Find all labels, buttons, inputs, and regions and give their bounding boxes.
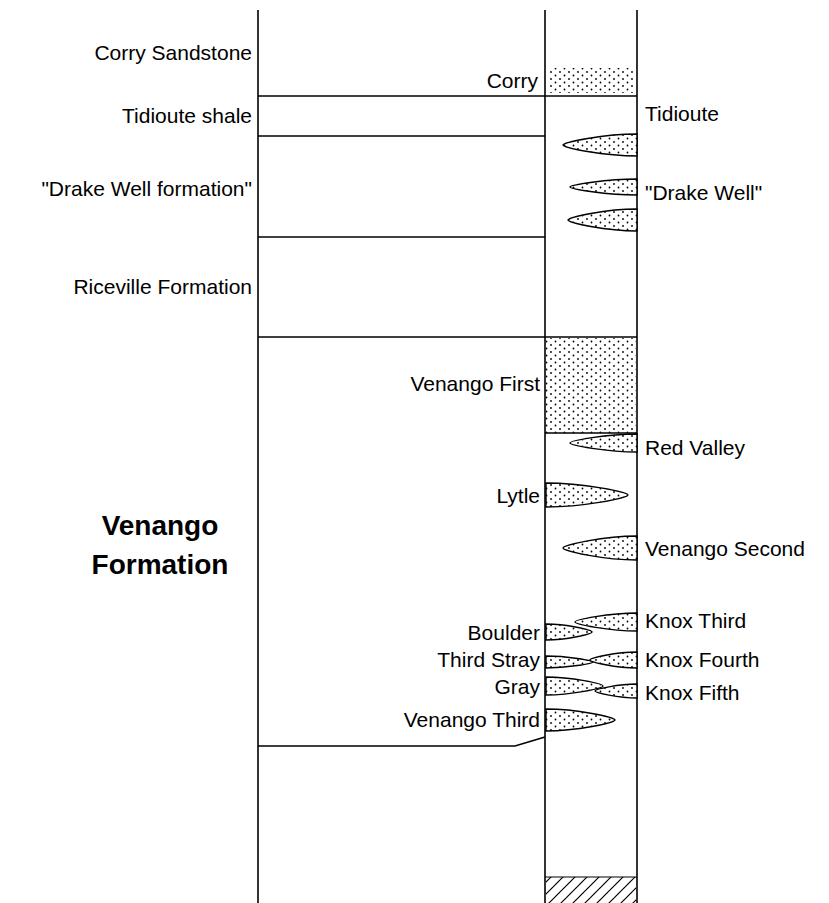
sand-lenses	[546, 134, 637, 731]
sand-name: Venango Third	[404, 709, 540, 730]
sand-lens	[595, 684, 637, 698]
sand-lens	[570, 434, 637, 452]
sand-lens	[563, 536, 637, 560]
sand-name: "Drake Well"	[645, 182, 762, 203]
sand-name: Knox Third	[645, 610, 746, 631]
sand-lens	[563, 134, 637, 156]
sand-name: Venango First	[410, 373, 540, 394]
sand-name: Corry	[487, 70, 538, 91]
sand-name: Gray	[494, 676, 540, 697]
formation-band: Corry Sandstone	[0, 14, 252, 92]
corry-sand	[550, 68, 634, 93]
formation-name: Riceville Formation	[73, 275, 252, 298]
sand-name: Knox Fifth	[645, 682, 740, 703]
sand-name: Third Stray	[437, 649, 540, 670]
formation-band: Riceville Formation	[0, 240, 252, 334]
basement-hatch	[546, 877, 636, 903]
formation-band: Tidioute shale	[0, 98, 252, 134]
formation-name: Venango Formation	[66, 506, 254, 584]
formation-name: "Drake Well formation"	[41, 177, 252, 200]
sand-name: Lytle	[496, 485, 540, 506]
venango-first-sand	[546, 338, 636, 433]
formation-name: Tidioute shale	[122, 104, 252, 127]
sand-lens	[546, 483, 628, 507]
sand-name: Venango Second	[645, 538, 805, 559]
sand-name: Red Valley	[645, 437, 745, 458]
sand-lens	[590, 652, 637, 668]
sand-lens	[546, 656, 593, 668]
sand-lens	[546, 709, 615, 731]
sand-lens	[568, 209, 637, 231]
sand-lens	[570, 179, 637, 195]
sand-name: Knox Fourth	[645, 649, 759, 670]
formation-band: "Drake Well formation"	[0, 140, 252, 238]
formation-boundaries	[258, 10, 637, 903]
sand-lens	[546, 677, 603, 695]
formation-name: Corry Sandstone	[94, 41, 252, 64]
sand-name: Boulder	[468, 622, 540, 643]
sand-name: Tidioute	[645, 103, 719, 124]
sand-lens	[546, 624, 592, 640]
formation-band: Venango Formation	[66, 345, 254, 745]
